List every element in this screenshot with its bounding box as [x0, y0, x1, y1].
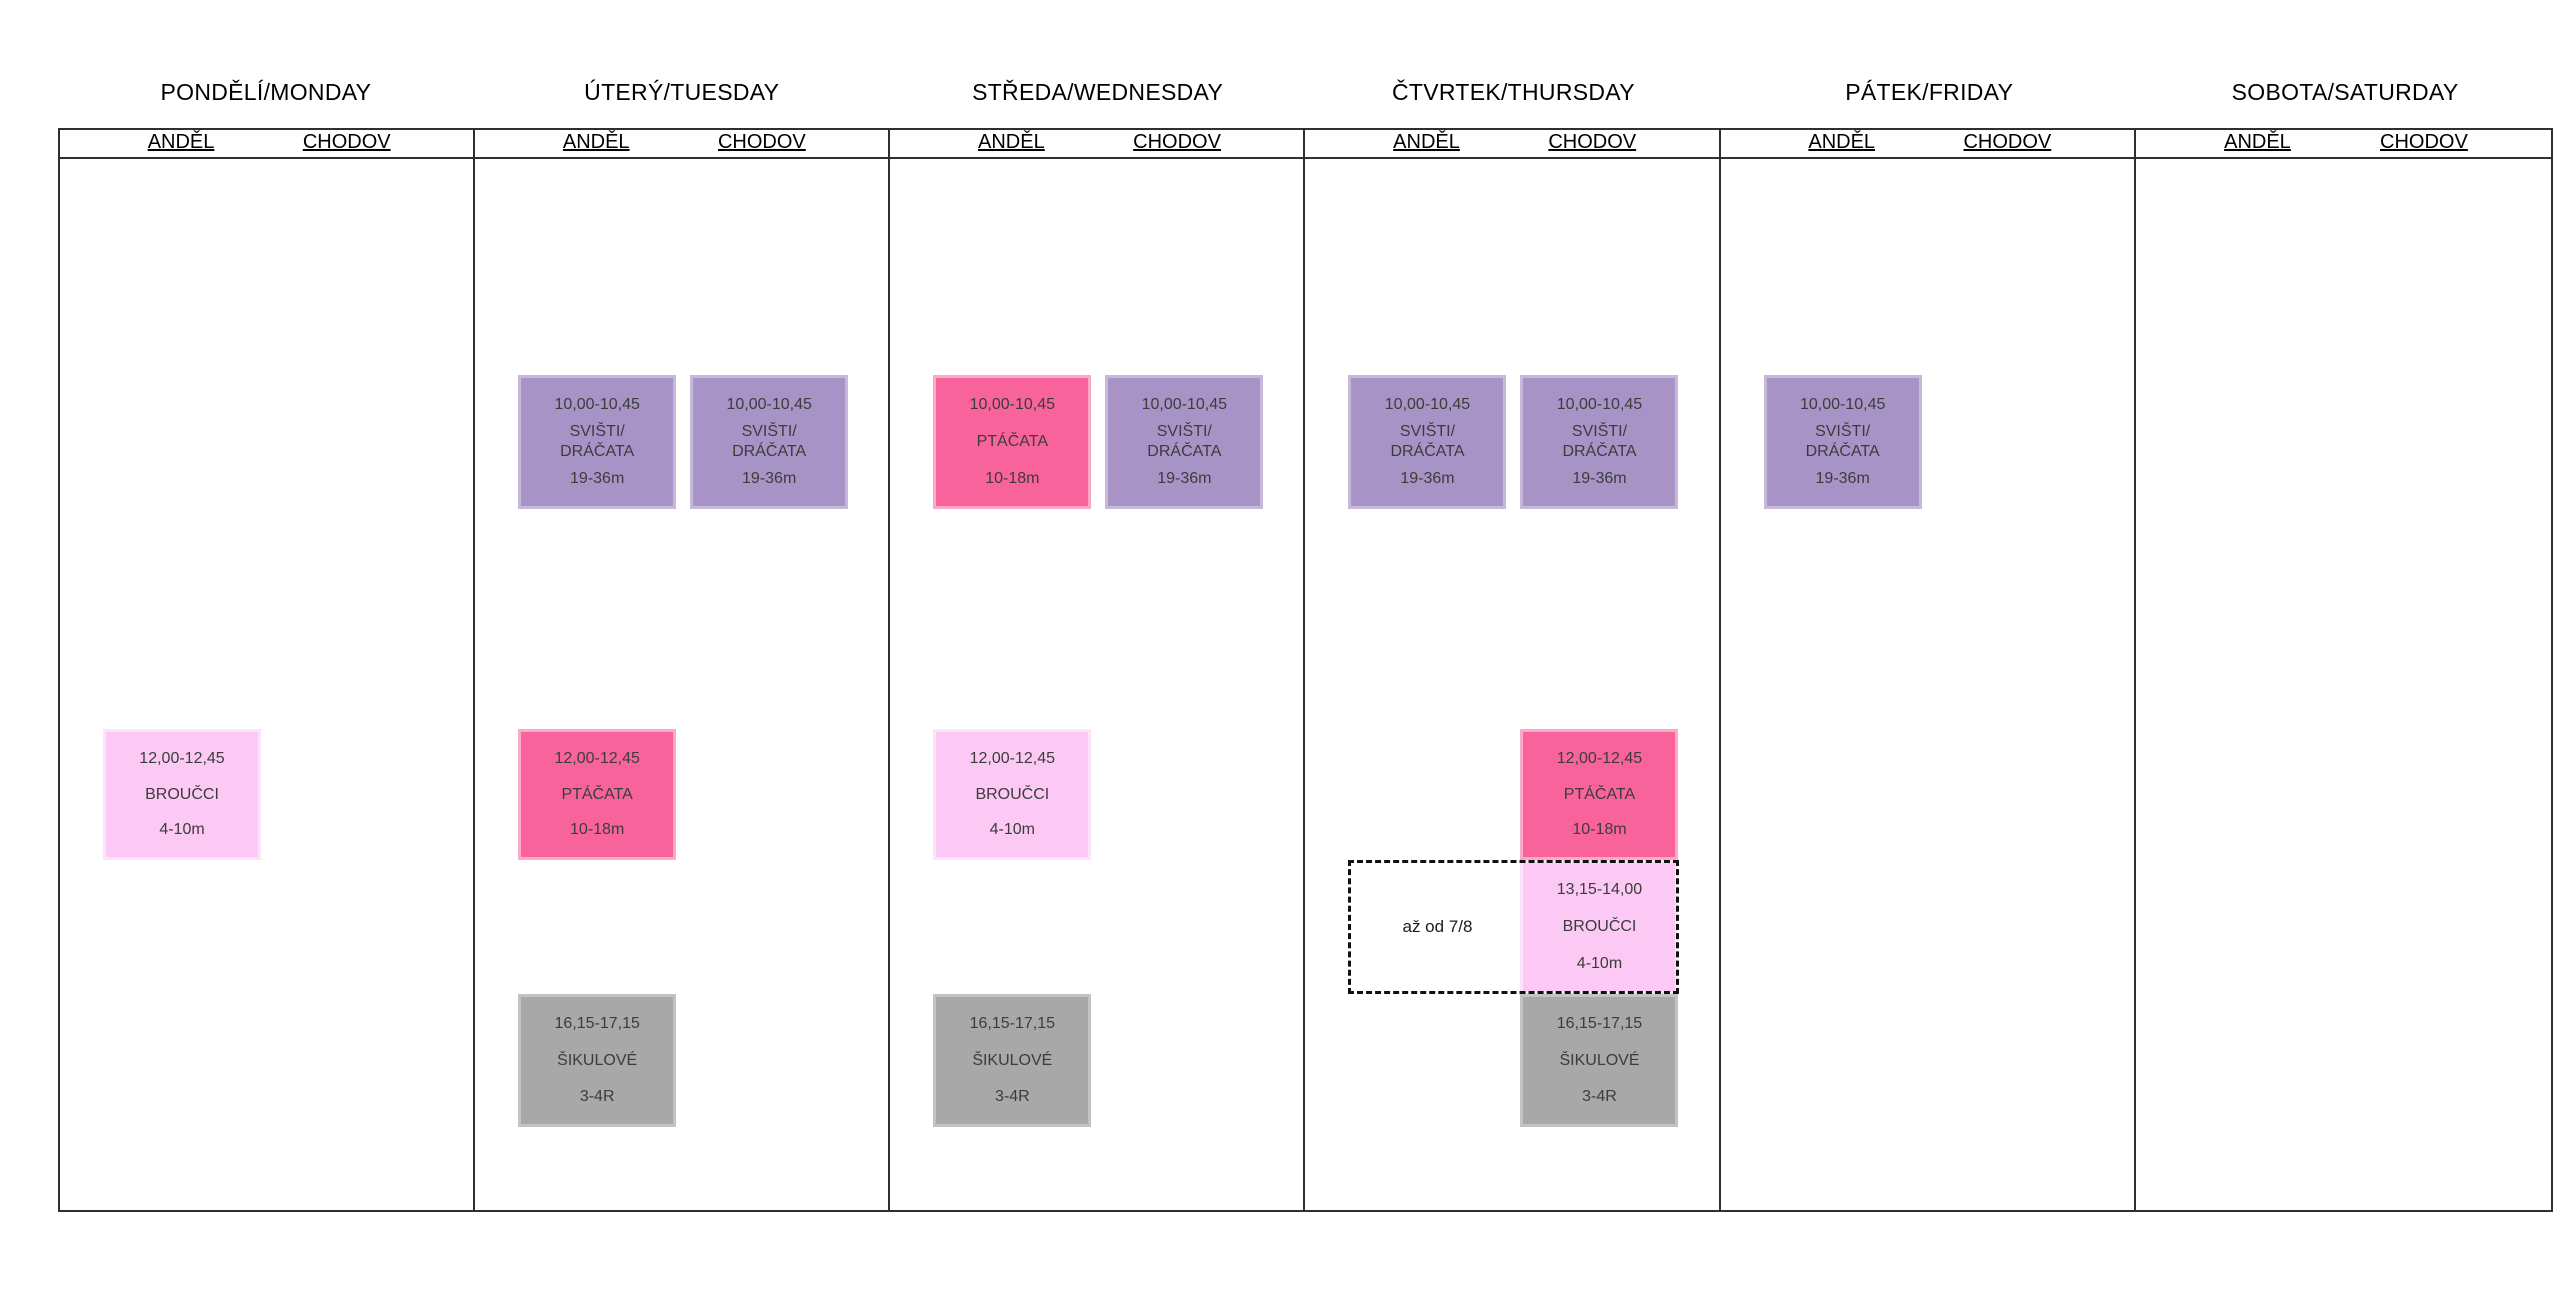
event-group: SVIŠTI/ DRÁČATA	[1805, 423, 1880, 460]
event-block: 16,15-17,15 ŠIKULOVÉ 3-4R	[933, 994, 1092, 1127]
location-header-row: ANDĚL CHODOV	[1305, 130, 1719, 159]
event-group: ŠIKULOVÉ	[1559, 1051, 1640, 1069]
event-time: 10,00-10,45	[1141, 396, 1228, 413]
event-time: 10,00-10,45	[969, 396, 1056, 413]
day-body: 10,00-10,45 SVIŠTI/ DRÁČATA 19-36m 10,00…	[475, 159, 888, 1210]
event-age: 3-4R	[579, 1088, 615, 1105]
event-time: 12,00-12,45	[139, 750, 225, 767]
event-block: 16,15-17,15 ŠIKULOVÉ 3-4R	[518, 994, 677, 1127]
location-label-andel: ANDĚL	[1393, 131, 1460, 153]
event-block: 10,00-10,45 SVIŠTI/ DRÁČATA 19-36m	[1105, 375, 1264, 509]
day-body: 12,00-12,45 BROUČCI 4-10m	[60, 159, 473, 1210]
event-age: 19-36m	[1572, 470, 1627, 487]
day-header-row: PONDĚLÍ/MONDAY ÚTERÝ/TUESDAY STŘEDA/WEDN…	[58, 72, 2553, 112]
location-label-chodov: CHODOV	[1548, 131, 1637, 153]
event-age: 10-18m	[1572, 821, 1627, 838]
day-body: 10,00-10,45 SVIŠTI/ DRÁČATA 19-36m 10,00…	[1305, 159, 1718, 1210]
day-header: SOBOTA/SATURDAY	[2231, 78, 2459, 105]
event-group: BROUČCI	[145, 785, 219, 803]
event-group: ŠIKULOVÉ	[972, 1051, 1053, 1069]
event-time: 10,00-10,45	[1799, 396, 1886, 413]
location-label-chodov: CHODOV	[302, 131, 391, 153]
event-group: BROUČCI	[1562, 918, 1637, 935]
day-header: ÚTERÝ/TUESDAY	[584, 78, 780, 105]
event-age: 3-4R	[994, 1088, 1030, 1105]
day-column: ANDĚL CHODOV 10,00-10,45 SVIŠTI/ DRÁČATA…	[1720, 130, 2136, 1210]
event-block: 10,00-10,45 SVIŠTI/ DRÁČATA 19-36m	[1520, 375, 1679, 509]
event-block: 10,00-10,45 SVIŠTI/ DRÁČATA 19-36m	[690, 375, 849, 509]
event-age: 4-10m	[1576, 955, 1623, 972]
location-label-chodov: CHODOV	[1133, 131, 1221, 153]
location-header-row: ANDĚL CHODOV	[2135, 130, 2551, 159]
event-block: 12,00-12,45 PTÁČATA 10-18m	[1520, 729, 1679, 860]
event-group: BROUČCI	[975, 785, 1050, 803]
day-column: ANDĚL CHODOV	[2135, 130, 2551, 1210]
location-label-chodov: CHODOV	[717, 131, 806, 153]
event-group: SVIŠTI/ DRÁČATA	[560, 423, 635, 460]
day-column: ANDĚL CHODOV 10,00-10,45 SVIŠTI/ DRÁČATA…	[475, 130, 891, 1210]
event-time: 16,15-17,15	[1556, 1015, 1643, 1032]
event-time: 10,00-10,45	[554, 396, 640, 413]
location-label-andel: ANDĚL	[147, 131, 215, 153]
location-label-andel: ANDĚL	[978, 131, 1045, 153]
day-header: STŘEDA/WEDNESDAY	[972, 78, 1224, 105]
location-label-chodov: CHODOV	[2380, 131, 2468, 153]
event-time: 10,00-10,45	[1384, 396, 1471, 413]
event-group: SVIŠTI/ DRÁČATA	[732, 423, 807, 460]
location-header-row: ANDĚL CHODOV	[60, 130, 474, 159]
event-block: 10,00-10,45 SVIŠTI/ DRÁČATA 19-36m	[1763, 375, 1922, 509]
location-label-andel: ANDĚL	[562, 131, 630, 153]
schedule-table: ANDĚL CHODOV 12,00-12,45 BROUČCI 4-10m A…	[58, 128, 2553, 1212]
day-body	[2136, 159, 2551, 1210]
event-block: 16,15-17,15 ŠIKULOVÉ 3-4R	[1520, 994, 1679, 1127]
day-header: ČTVRTEK/THURSDAY	[1391, 78, 1635, 105]
event-group: PTÁČATA	[561, 785, 633, 803]
location-header-row: ANDĚL CHODOV	[1720, 130, 2134, 159]
event-group: SVIŠTI/ DRÁČATA	[1390, 423, 1465, 460]
event-time: 12,00-12,45	[554, 750, 640, 767]
day-body: 10,00-10,45 SVIŠTI/ DRÁČATA 19-36m	[1721, 159, 2134, 1210]
event-age: 19-36m	[1157, 470, 1212, 487]
day-column: ANDĚL CHODOV 12,00-12,45 BROUČCI 4-10m	[60, 130, 476, 1210]
day-column: ANDĚL CHODOV 10,00-10,45 PTÁČATA 10-18m …	[890, 130, 1306, 1210]
event-age: 4-10m	[989, 821, 1035, 838]
day-column: ANDĚL CHODOV 10,00-10,45 SVIŠTI/ DRÁČATA…	[1305, 130, 1721, 1210]
event-block: 10,00-10,45 SVIŠTI/ DRÁČATA 19-36m	[1348, 375, 1507, 509]
event-block: 10,00-10,45 PTÁČATA 10-18m	[933, 375, 1092, 509]
event-age: 19-36m	[1815, 470, 1870, 487]
event-age: 4-10m	[159, 821, 205, 838]
event-age: 19-36m	[742, 470, 797, 487]
event-time: 12,00-12,45	[1556, 750, 1643, 767]
event-group: SVIŠTI/ DRÁČATA	[1562, 423, 1637, 460]
event-block: 10,00-10,45 SVIŠTI/ DRÁČATA 19-36m	[518, 375, 677, 509]
event-time: 10,00-10,45	[1556, 396, 1643, 413]
event-age: 10-18m	[570, 821, 625, 838]
event-age: 3-4R	[1582, 1088, 1617, 1105]
location-header-row: ANDĚL CHODOV	[890, 130, 1304, 159]
location-label-chodov: CHODOV	[1963, 131, 2052, 153]
event-block: 12,00-12,45 BROUČCI 4-10m	[103, 729, 261, 860]
event-time: 12,00-12,45	[969, 750, 1056, 767]
day-body: 10,00-10,45 PTÁČATA 10-18m 10,00-10,45 S…	[890, 159, 1303, 1210]
event-group: PTÁČATA	[1563, 785, 1636, 803]
event-age: 19-36m	[1400, 470, 1455, 487]
event-group: ŠIKULOVÉ	[557, 1051, 638, 1069]
event-block: 12,00-12,45 BROUČCI 4-10m	[933, 729, 1092, 860]
event-time: 16,15-17,15	[554, 1015, 640, 1032]
event-group: SVIŠTI/ DRÁČATA	[1147, 423, 1222, 460]
location-header-row: ANDĚL CHODOV	[475, 130, 889, 159]
event-time: 10,00-10,45	[726, 396, 812, 413]
location-label-andel: ANDĚL	[2224, 131, 2291, 153]
event-time: 16,15-17,15	[969, 1015, 1056, 1032]
event-time: 13,15-14,00	[1556, 881, 1643, 898]
event-block: 13,15-14,00 BROUČCI 4-10m	[1520, 860, 1679, 994]
event-age: 10-18m	[985, 470, 1040, 487]
location-label-andel: ANDĚL	[1808, 131, 1876, 153]
day-header: PONDĚLÍ/MONDAY	[160, 78, 372, 105]
event-block: 12,00-12,45 PTÁČATA 10-18m	[518, 729, 677, 860]
event-age: 19-36m	[570, 470, 625, 487]
event-group: PTÁČATA	[976, 433, 1049, 450]
note-label: až od 7/8	[1402, 917, 1473, 936]
day-header: PÁTEK/FRIDAY	[1845, 78, 2014, 105]
